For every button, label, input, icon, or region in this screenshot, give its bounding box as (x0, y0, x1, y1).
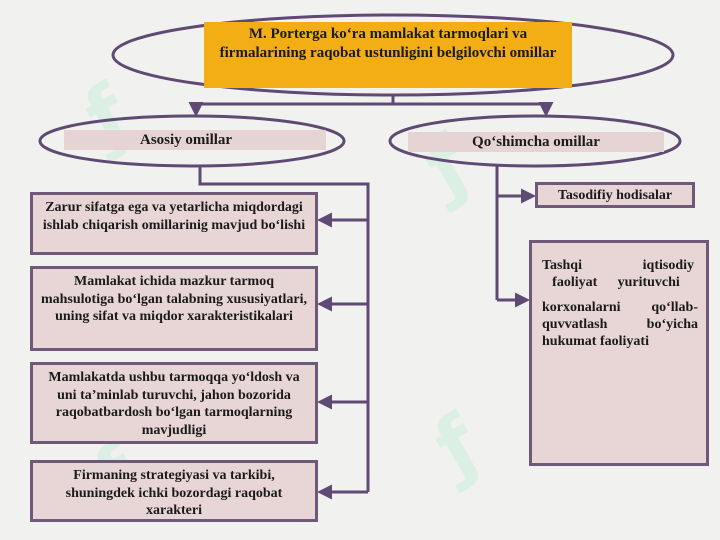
text-line: hukumat faoliyati (542, 334, 649, 349)
factor-box-1: Zarur sifatga ega va yetarlicha miqdorda… (30, 192, 318, 255)
text-word: qo‘llab- (651, 300, 698, 315)
category-label-qoshimcha: Qo‘shimcha omillar (408, 132, 664, 152)
extra-factor-box-1: Tasodifiy hodisalar (535, 182, 695, 208)
text-word: bo‘yicha (646, 317, 698, 332)
left-oval (38, 114, 346, 168)
factor-box-4: Firmaning strategiyasi va tarkibi, shuni… (30, 460, 318, 522)
text-word: korxonalarni (542, 300, 621, 315)
text-word: iqtisodiy (642, 258, 694, 273)
factor-box-2: Mamlakat ichida mazkur tarmoq mahsulotig… (30, 266, 318, 351)
branch-right-arrow (393, 102, 554, 117)
category-label-asosiy: Asosiy omillar (64, 130, 326, 150)
factor-box-3: Mamlakatda ushbu tarmoqqa yo‘ldosh va un… (30, 362, 318, 444)
right-oval (388, 114, 682, 168)
extra-factor-box-2: Tashqi iqtisodiy faoliyat yurituvchi korxo… (529, 240, 709, 466)
diagram-title: M. Porterga ko‘ra mamlakat tarmoqlari va… (204, 22, 572, 88)
text-word: yurituvchi (617, 275, 680, 290)
text-word: Tashqi (542, 258, 582, 273)
text-word: quvvatlash (542, 317, 608, 332)
text-word: faoliyat (552, 275, 598, 290)
